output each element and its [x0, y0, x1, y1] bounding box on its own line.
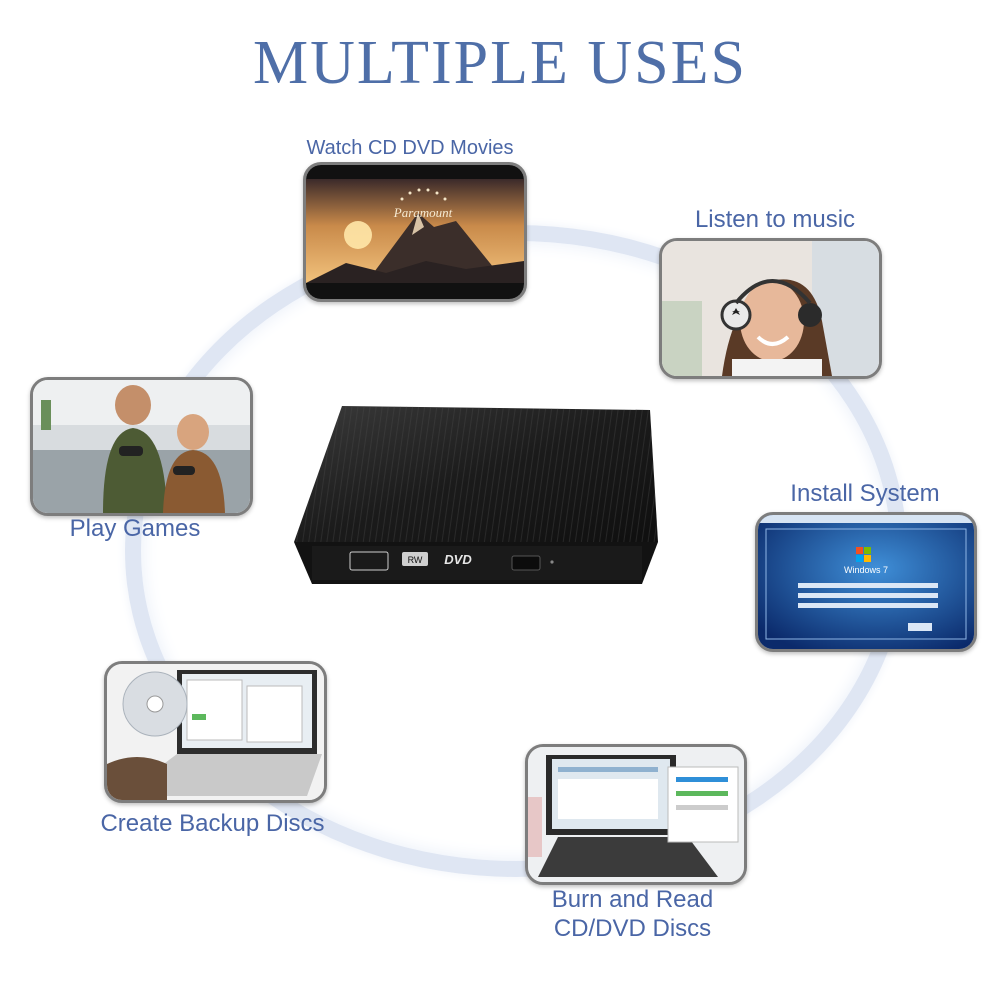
label-create-backup: Create Backup Discs: [100, 810, 325, 837]
music-image: [659, 238, 882, 379]
external-dvd-drive: RW DVD: [290, 402, 665, 587]
games-image: [30, 377, 253, 516]
dvd-logo-text: DVD: [444, 552, 472, 567]
paramount-logo-text: Paramount: [393, 205, 453, 220]
label-listen-music: Listen to music: [694, 206, 856, 233]
backup-image: [104, 661, 327, 803]
install-system-image: Windows 7: [755, 512, 977, 652]
label-install-system: Install System: [790, 480, 940, 507]
windows-logo-text: Windows 7: [844, 565, 888, 575]
label-burn-line1: Burn and Read: [551, 886, 714, 913]
burn-image: [525, 744, 747, 885]
label-play-games: Play Games: [69, 515, 201, 542]
rw-logo-text: RW: [408, 555, 423, 565]
movies-image: Paramount: [303, 162, 527, 302]
label-watch-movies: Watch CD DVD Movies: [306, 137, 514, 159]
label-burn-line2: CD/DVD Discs: [553, 915, 712, 942]
page-title: MULTIPLE USES: [253, 29, 747, 97]
